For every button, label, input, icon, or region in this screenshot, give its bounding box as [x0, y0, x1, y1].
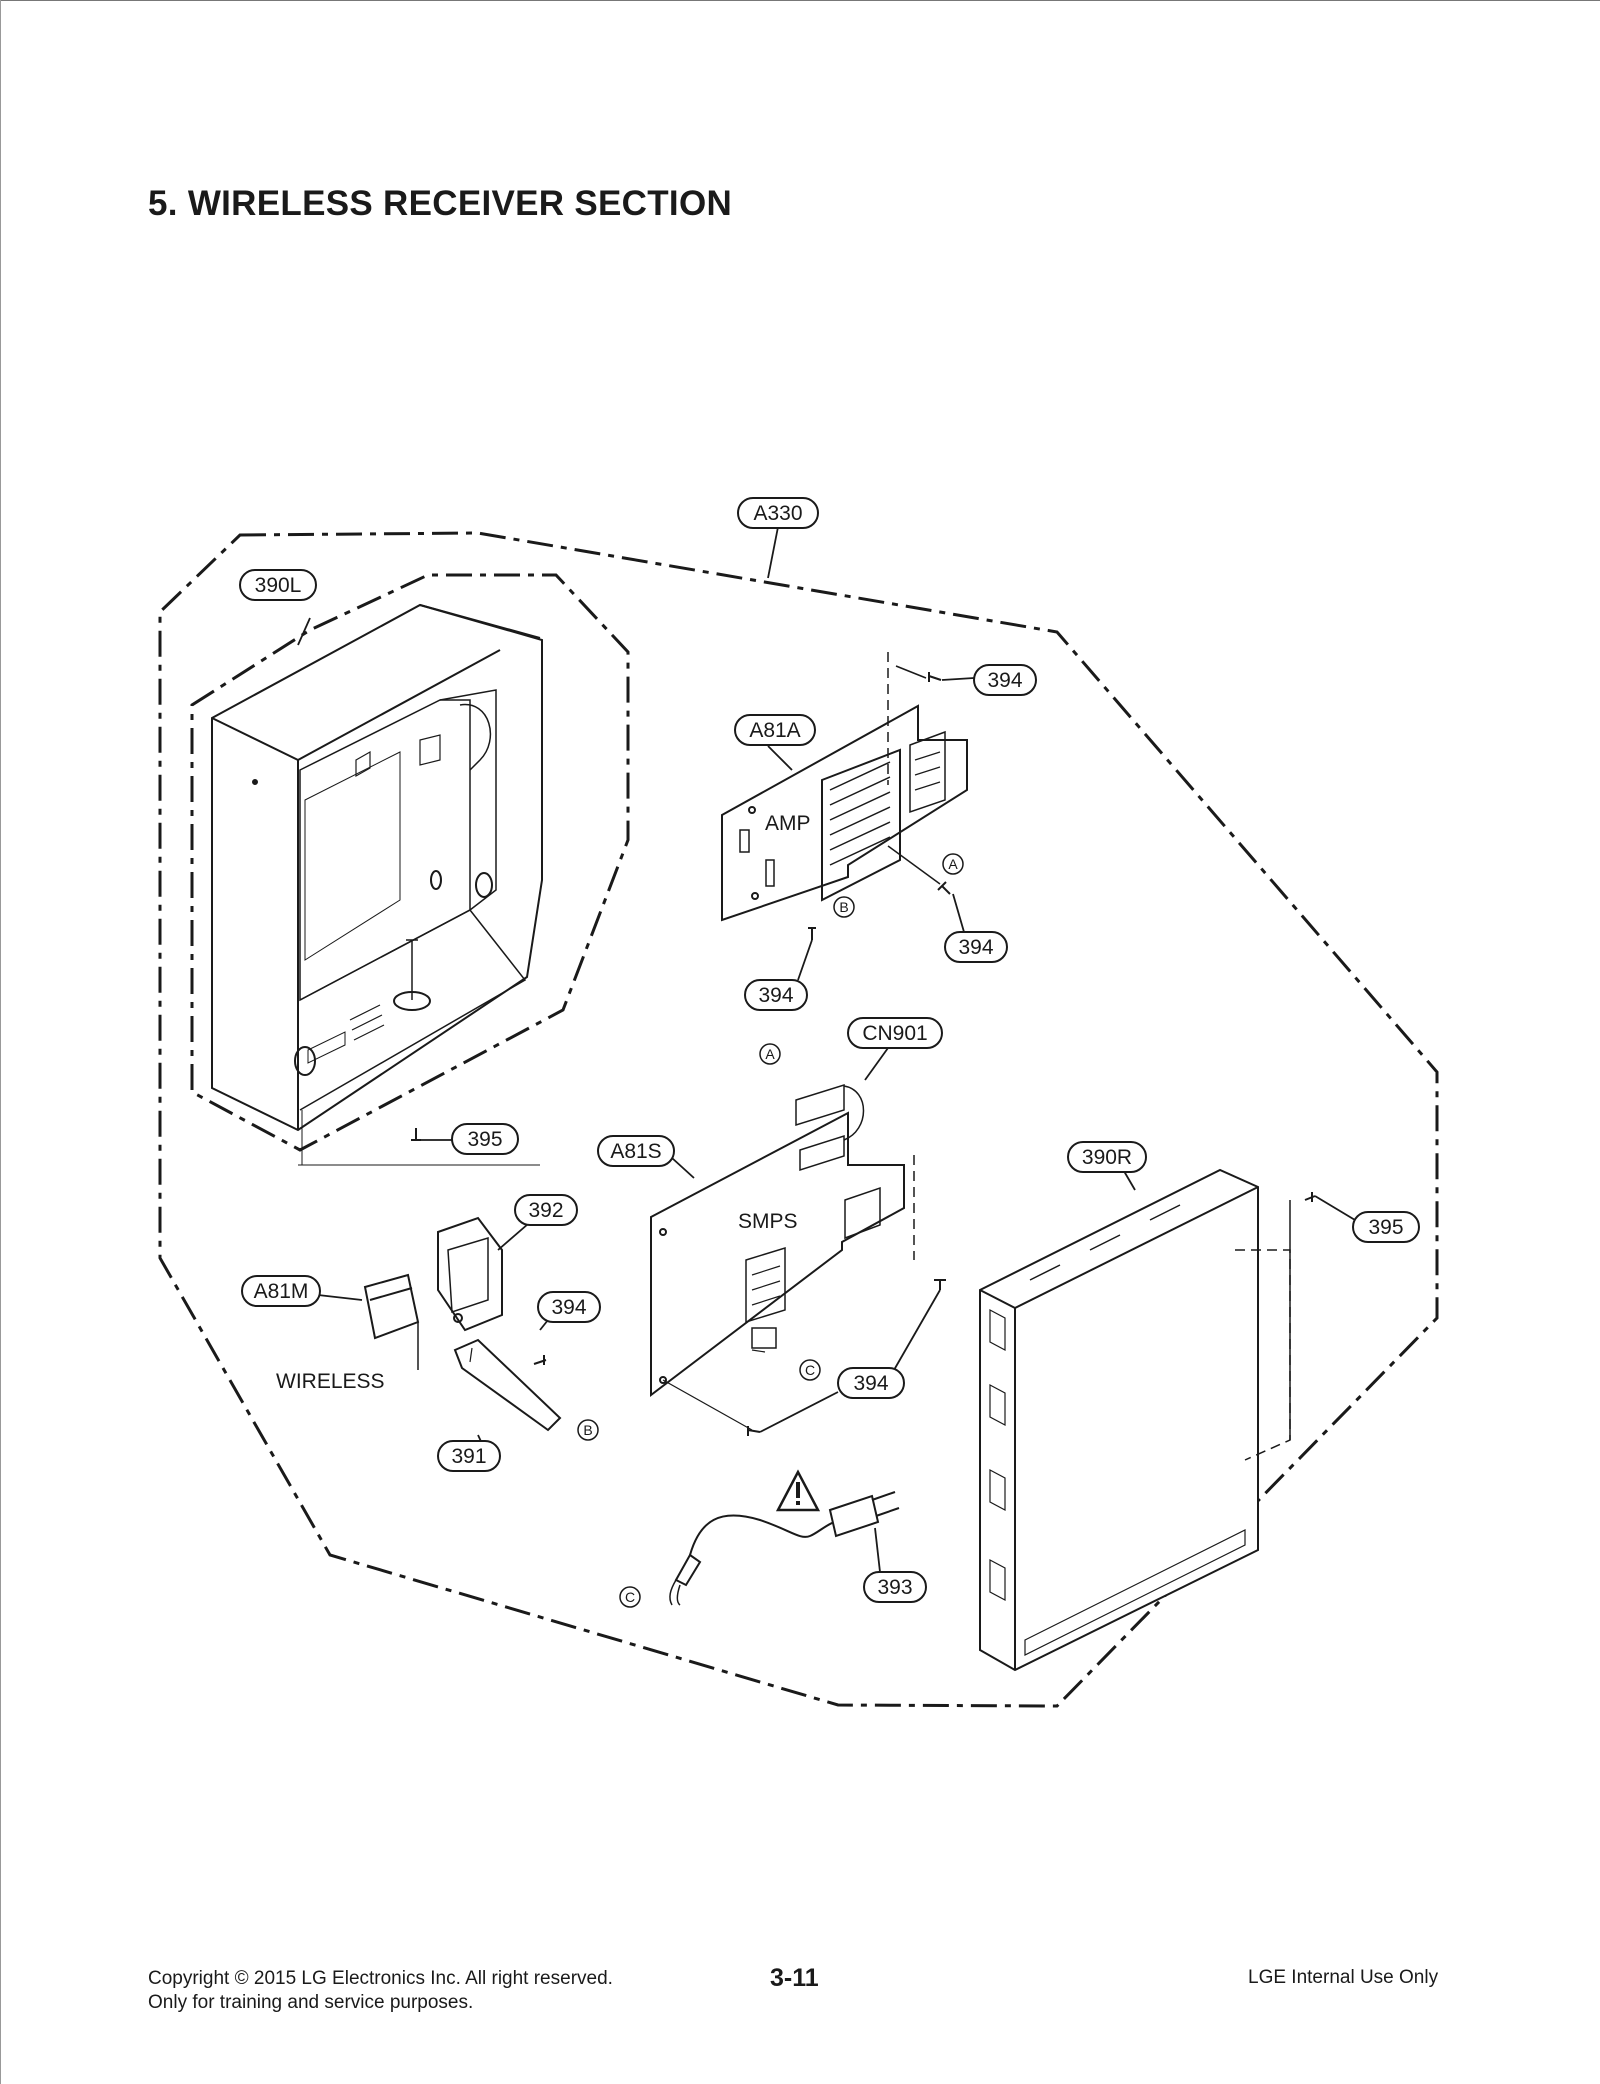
- svg-text:394: 394: [853, 1372, 888, 1395]
- wireless-module-a81m: [363, 1273, 420, 1370]
- svg-text:395: 395: [467, 1128, 502, 1151]
- connector-mark-c-cord: C: [619, 1586, 641, 1608]
- svg-text:395: 395: [1368, 1216, 1403, 1239]
- assembly-boundary-a330: [158, 531, 1439, 1708]
- connector-mark-a-cn901: A: [759, 1043, 781, 1065]
- svg-text:A81M: A81M: [254, 1280, 309, 1303]
- page-top-border: [0, 0, 1600, 1]
- svg-text:B: B: [839, 899, 848, 915]
- screw-394-small: [533, 1355, 547, 1365]
- callout-392: 392: [514, 1194, 578, 1226]
- callout-394-left: 394: [744, 979, 808, 1011]
- svg-text:390L: 390L: [255, 574, 302, 597]
- svg-text:394: 394: [551, 1296, 586, 1319]
- svg-text:394: 394: [758, 984, 793, 1007]
- connector-mark-b-amp: B: [833, 896, 855, 918]
- connector-mark-a-amp: A: [942, 853, 964, 875]
- callout-390l: 390L: [239, 569, 317, 601]
- screw-394-right: [937, 881, 951, 895]
- svg-text:394: 394: [987, 669, 1022, 692]
- board-label-wireless: WIRELESS: [276, 1370, 385, 1393]
- svg-text:B: B: [583, 1422, 592, 1438]
- cabinet-390l: [211, 603, 543, 1166]
- leader-lines: [297, 526, 1356, 1573]
- callout-390r: 390R: [1067, 1141, 1147, 1173]
- bracket-392: [437, 1216, 503, 1332]
- connector-mark-c-smps: C: [799, 1359, 821, 1381]
- screw-395-left: [411, 1128, 421, 1141]
- screw-394-smps-low: [747, 1426, 761, 1436]
- cover-390r: [979, 1168, 1291, 1672]
- power-cord-393: [669, 1491, 900, 1606]
- copyright-line-1: Copyright © 2015 LG Electronics Inc. All…: [148, 1968, 613, 1989]
- svg-text:A: A: [948, 856, 958, 872]
- svg-text:CN901: CN901: [862, 1022, 927, 1045]
- page-left-border: [0, 0, 1, 2084]
- screw-394-mid: [808, 927, 816, 940]
- board-label-smps: SMPS: [738, 1210, 798, 1233]
- svg-text:390R: 390R: [1082, 1146, 1132, 1169]
- callout-395-left: 395: [451, 1123, 519, 1155]
- smps-board-a81s: [650, 1083, 915, 1431]
- callout-394-bottom: 394: [837, 1367, 905, 1399]
- screw-394-smps: [934, 1279, 946, 1290]
- board-label-amp: AMP: [765, 812, 811, 835]
- callout-a330: A330: [737, 497, 819, 529]
- screws: [411, 672, 1316, 1436]
- svg-text:C: C: [625, 1589, 635, 1605]
- callout-391: 391: [437, 1440, 501, 1472]
- svg-text:392: 392: [528, 1199, 563, 1222]
- page-number: 3-11: [770, 1964, 819, 1992]
- flat-cable-391: [453, 1338, 562, 1432]
- section-title: 5. WIRELESS RECEIVER SECTION: [148, 184, 733, 223]
- connector-mark-b-cable: B: [577, 1419, 599, 1441]
- copyright-line-2: Only for training and service purposes.: [148, 1992, 474, 2013]
- amp-board-a81a: [721, 652, 968, 922]
- copyright-notice: Copyright © 2015 LG Electronics Inc. All…: [148, 1967, 613, 2015]
- callout-cn901: CN901: [847, 1017, 943, 1049]
- screw-395-right: [1304, 1192, 1316, 1202]
- callout-a81s: A81S: [597, 1135, 675, 1167]
- svg-text:393: 393: [877, 1576, 912, 1599]
- internal-use-note: LGE Internal Use Only: [1248, 1967, 1439, 1988]
- callout-394-small: 394: [537, 1291, 601, 1323]
- callout-a81m: A81M: [241, 1275, 321, 1307]
- svg-text:A81A: A81A: [749, 719, 800, 742]
- svg-text:A: A: [765, 1046, 775, 1062]
- svg-text:394: 394: [958, 936, 993, 959]
- callout-a81a: A81A: [734, 714, 816, 746]
- screw-394-top: [928, 672, 942, 682]
- callout-395-right: 395: [1352, 1211, 1420, 1243]
- svg-text:C: C: [805, 1362, 815, 1378]
- callout-393: 393: [863, 1571, 927, 1603]
- warning-triangle-icon: [775, 1469, 821, 1512]
- svg-text:A330: A330: [753, 502, 802, 525]
- cabinet-boundary-390l: [190, 573, 630, 1152]
- svg-text:391: 391: [451, 1445, 486, 1468]
- callout-394-top: 394: [973, 664, 1037, 696]
- callout-394-mid: 394: [944, 931, 1008, 963]
- svg-text:A81S: A81S: [610, 1140, 661, 1163]
